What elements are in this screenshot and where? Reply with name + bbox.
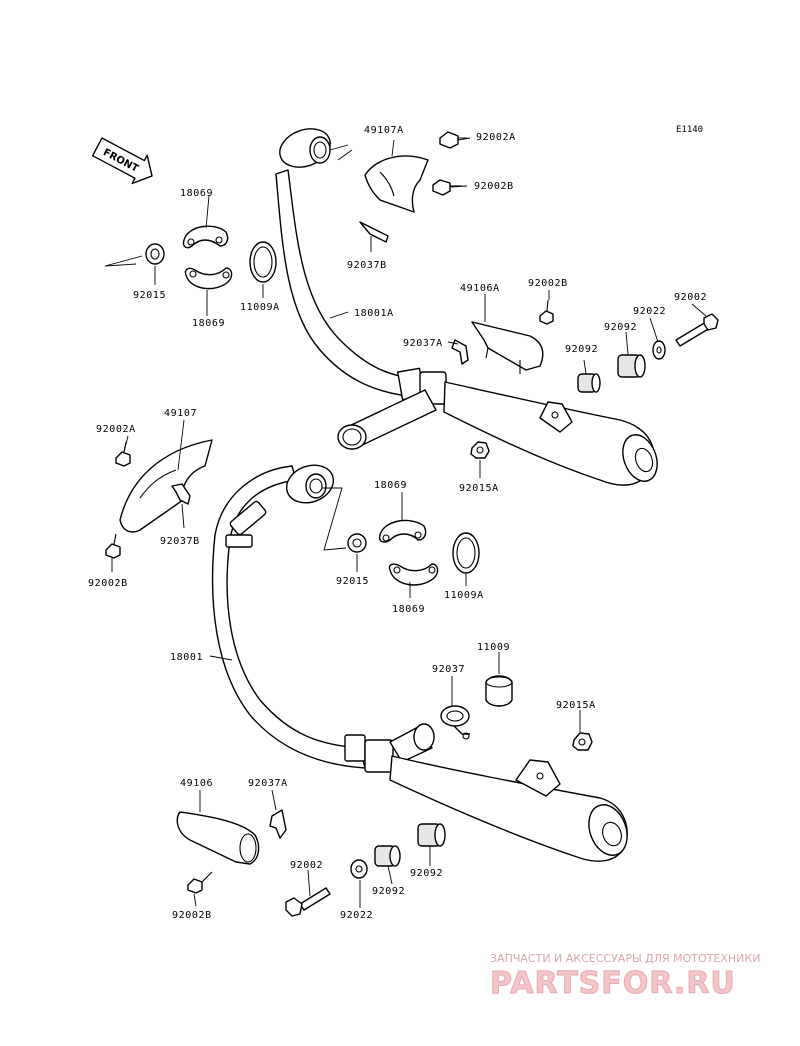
label-92015A-b: 92015A [556,700,596,711]
rubber-92092-c [374,845,401,867]
gasket-11009A-top [249,241,277,283]
washer-92022-b [350,859,368,879]
label-92002B-left: 92002B [88,578,128,589]
flange-18069-b2 [388,563,439,586]
watermark-logo: PARTSFOR.RU [490,966,736,1001]
exhaust-pipe-18001 [211,464,628,862]
label-92092-a: 92092 [604,322,637,333]
label-49106: 49106 [180,778,213,789]
label-49107A: 49107A [364,125,404,136]
clamp-92037 [440,705,470,740]
bolt-92002B-left [105,533,121,559]
label-18001A: 18001A [354,308,394,319]
bolt-92002B-right [539,299,554,325]
label-18069-mid: 18069 [192,318,225,329]
label-92002-top: 92002 [674,292,707,303]
label-92022-top: 92022 [633,306,666,317]
heat-guard-49107 [119,439,213,533]
label-92022-b: 92022 [340,910,373,921]
label-92037B-top: 92037B [347,260,387,271]
label-92015A-top: 92015A [459,483,499,494]
clamp-92037A-top [451,339,469,365]
clamp-92037B-left [171,483,191,505]
label-18069-b1: 18069 [374,480,407,491]
bolt-92002B-top [432,179,462,196]
diagram-code: E1140 [676,125,703,135]
label-49107: 49107 [164,408,197,419]
bolt-92002A-left [115,441,131,467]
label-92037: 92037 [432,664,465,675]
nut-92015A-top [470,441,490,459]
cover-49106 [176,811,260,865]
exhaust-pipe-18001A [275,128,658,486]
label-92092-b: 92092 [565,344,598,355]
watermark: ЗАПЧАСТИ И АКСЕССУАРЫ ДЛЯ МОТОТЕХНИКИ PA… [490,952,761,1002]
flange-18069-b1 [378,519,427,543]
label-92002-b: 92002 [290,860,323,871]
clamp-92037A-b [269,809,287,839]
label-11009: 11009 [477,642,510,653]
label-49106A: 49106A [460,283,500,294]
rubber-92092-d [417,823,446,847]
label-92037B-left: 92037B [160,536,200,547]
clamp-92037B-top [359,221,389,243]
label-92002A-left: 92002A [96,424,136,435]
nut-92015-top [145,243,165,265]
nut-92015-b [347,533,367,553]
bolt-92002A-top [439,131,471,149]
leader-lines [104,137,707,908]
label-92002B-right: 92002B [528,278,568,289]
label-92037A-top: 92037A [403,338,443,349]
rubber-92092-a [577,373,601,393]
label-92092-d: 92092 [410,868,443,879]
label-11009A-top: 11009A [240,302,280,313]
label-18069-b2: 18069 [392,604,425,615]
label-11009A-b: 11009A [444,590,484,601]
gasket-11009A-b [452,532,480,574]
heat-guard-49107A [364,155,429,213]
cover-49106A [471,321,544,374]
bolt-92002-b [285,887,331,917]
label-18001: 18001 [170,652,203,663]
label-92015-b: 92015 [336,576,369,587]
front-arrow-icon: FRONT [91,137,153,185]
part-labels: 49107A 92002A 92002B 92037B 18069 18069 … [88,125,707,921]
label-92002B-b: 92002B [172,910,212,921]
bolt-92002B-b [187,871,213,894]
rubber-92092-b [617,354,646,378]
label-18069-top: 18069 [180,188,213,199]
label-92092-c: 92092 [372,886,405,897]
label-92002B-top: 92002B [474,181,514,192]
label-92002A-top: 92002A [476,132,516,143]
flange-18069-lower [184,267,233,290]
bolt-92002-top [675,313,719,347]
label-92037A-b: 92037A [248,778,288,789]
flange-18069-upper [182,225,229,249]
gasket-11009 [485,675,513,707]
label-92015-top: 92015 [133,290,166,301]
watermark-tagline: ЗАПЧАСТИ И АКСЕССУАРЫ ДЛЯ МОТОТЕХНИКИ [490,952,760,965]
nut-92015A-b [572,732,593,751]
washer-92022-top [652,340,666,360]
